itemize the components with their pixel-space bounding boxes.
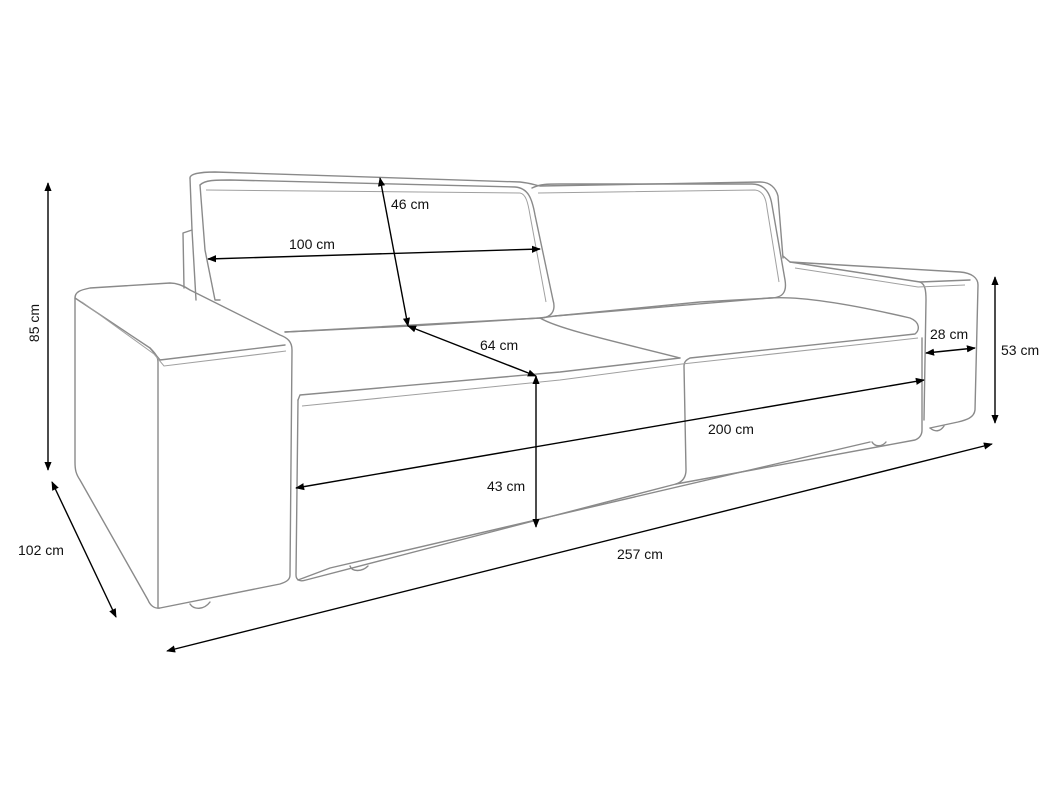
label-backrest-height: 46 cm — [391, 196, 430, 212]
label-total-height: 85 cm — [26, 303, 42, 343]
label-cushion-width: 100 cm — [289, 236, 335, 252]
label-armrest-width: 28 cm — [930, 326, 969, 342]
dim-line-cushion-width — [207, 245, 541, 263]
label-total-width: 257 cm — [617, 546, 663, 562]
label-total-depth: 102 cm — [18, 542, 64, 558]
back-cushion-left — [199, 179, 555, 333]
seat-cushions — [284, 297, 923, 582]
armrest-right — [782, 255, 979, 432]
dim-line-seat-depth — [407, 325, 537, 377]
back-cushion-right — [531, 183, 787, 317]
armrest-left — [74, 282, 293, 609]
dimension-lines — [44, 177, 999, 653]
dim-line-seat-width — [295, 377, 925, 491]
label-seat-height: 43 cm — [487, 478, 526, 494]
label-seat-depth: 64 cm — [480, 337, 519, 353]
label-armrest-height: 53 cm — [1001, 342, 1040, 358]
dim-line-armrest-width — [925, 345, 976, 356]
sofa-back-frame — [182, 171, 784, 301]
label-seat-width: 200 cm — [708, 421, 754, 437]
dim-line-total-depth — [51, 481, 117, 618]
